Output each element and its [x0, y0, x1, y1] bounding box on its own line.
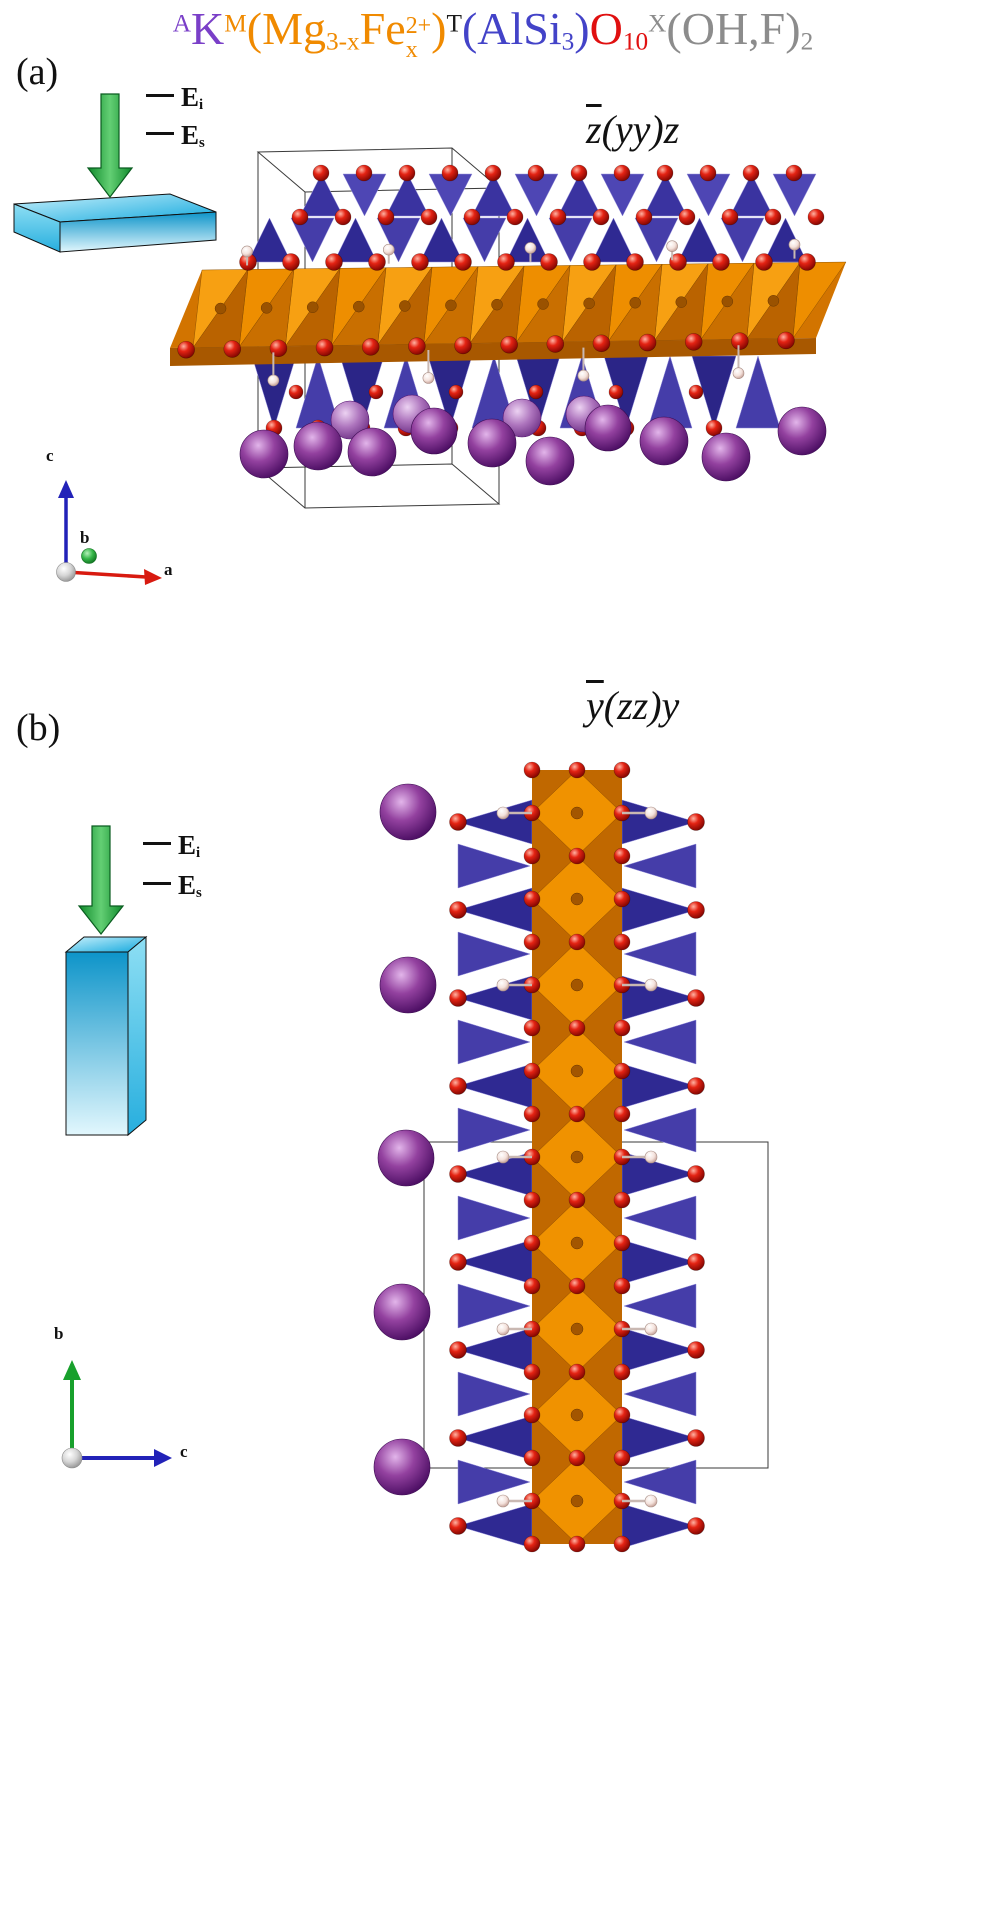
potassium-symbol: K	[191, 3, 225, 54]
hydrogen-lower-a	[267, 345, 745, 387]
octahedral-column-b	[531, 769, 623, 1545]
axis-indicator-b	[61, 1360, 172, 1469]
axis-b-label-b: b	[54, 1324, 64, 1343]
alsi-close-paren: )	[574, 3, 590, 54]
axis-a-label-a: a	[164, 560, 173, 579]
porto-notation-a: z(yy)z	[586, 107, 680, 152]
tetrahedral-sheet-upper-a	[247, 173, 817, 263]
axis-c-label-b: c	[180, 1442, 188, 1461]
polarization-dash-icon	[143, 882, 171, 886]
hydrogen-b	[496, 806, 658, 1508]
panel-a-label: (a)	[16, 51, 59, 93]
scattered-field-label-b: Es	[143, 870, 202, 902]
axis-c-label-a: c	[46, 446, 54, 465]
ohf-subscript: 2	[800, 27, 814, 56]
incident-beam-arrow-a	[86, 93, 134, 198]
oxygen-symbol: O	[589, 3, 623, 54]
tetrahedral-band-left-b	[457, 799, 533, 1549]
mg-symbol: (Mg	[246, 3, 326, 54]
oxygen-row-octa-a	[177, 331, 795, 359]
polarization-dash-icon	[146, 132, 174, 136]
incident-field-label-a: Ei	[146, 82, 203, 114]
hydrogen-upper-a	[241, 238, 801, 266]
incident-beam-arrow-b	[77, 825, 125, 935]
oxygen-subscript: 10	[622, 27, 649, 56]
fe-sub-sup: 2+x	[405, 12, 432, 64]
porto-notation-b: y(zz)y	[586, 683, 680, 728]
axis-b-label-a: b	[80, 528, 90, 547]
ohf-symbol: (OH,F)	[666, 3, 801, 54]
tetrahedral-band-right-b	[621, 799, 697, 1549]
potassium-column-b	[373, 783, 437, 1496]
site-a-superscript: A	[172, 9, 192, 38]
sample-slab-a	[13, 193, 217, 253]
potassium-front-row-a	[239, 404, 827, 486]
alsi-symbol: (AlSi	[461, 3, 562, 54]
m-close-paren: )	[431, 3, 447, 54]
sample-slab-b	[64, 935, 148, 1137]
fe-symbol: Fe	[359, 3, 406, 54]
polarization-dash-icon	[146, 94, 174, 98]
mg-subscript: 3-x	[325, 27, 360, 56]
scattered-field-label-a: Es	[146, 120, 205, 152]
site-x-superscript: X	[648, 9, 667, 38]
polarization-dash-icon	[143, 842, 171, 846]
panel-b-label: (b)	[16, 707, 61, 749]
site-t-superscript: T	[446, 9, 462, 38]
incident-field-label-b: Ei	[143, 830, 200, 862]
oxygen-spheres-b	[449, 761, 705, 1553]
axis-indicator-a	[56, 480, 162, 585]
oxygen-rows-upper-a	[239, 164, 825, 271]
alsi-subscript: 3	[561, 27, 575, 56]
site-m-superscript: M	[224, 9, 247, 38]
